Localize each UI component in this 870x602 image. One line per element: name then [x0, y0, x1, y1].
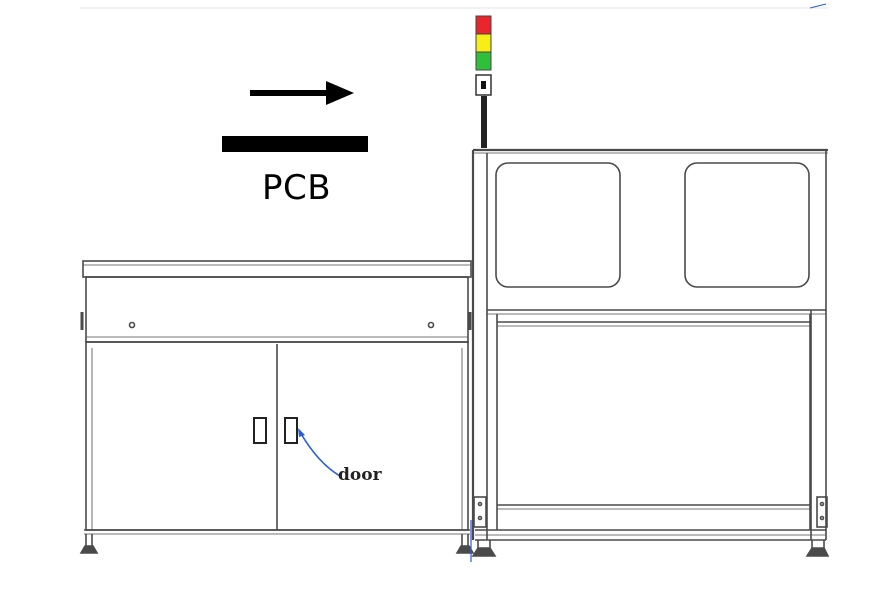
door-handle-right [284, 417, 298, 444]
stack-light-icon [475, 15, 492, 148]
pcb-board [222, 136, 368, 152]
pcb-label: PCB [262, 168, 332, 208]
door-handle-left [253, 417, 267, 444]
arrow-right-icon [250, 81, 354, 105]
door-pointer-icon [299, 431, 341, 477]
inspection-machine [471, 148, 830, 557]
conveyor-cabinet [79, 260, 475, 554]
door-label: door [338, 465, 382, 485]
